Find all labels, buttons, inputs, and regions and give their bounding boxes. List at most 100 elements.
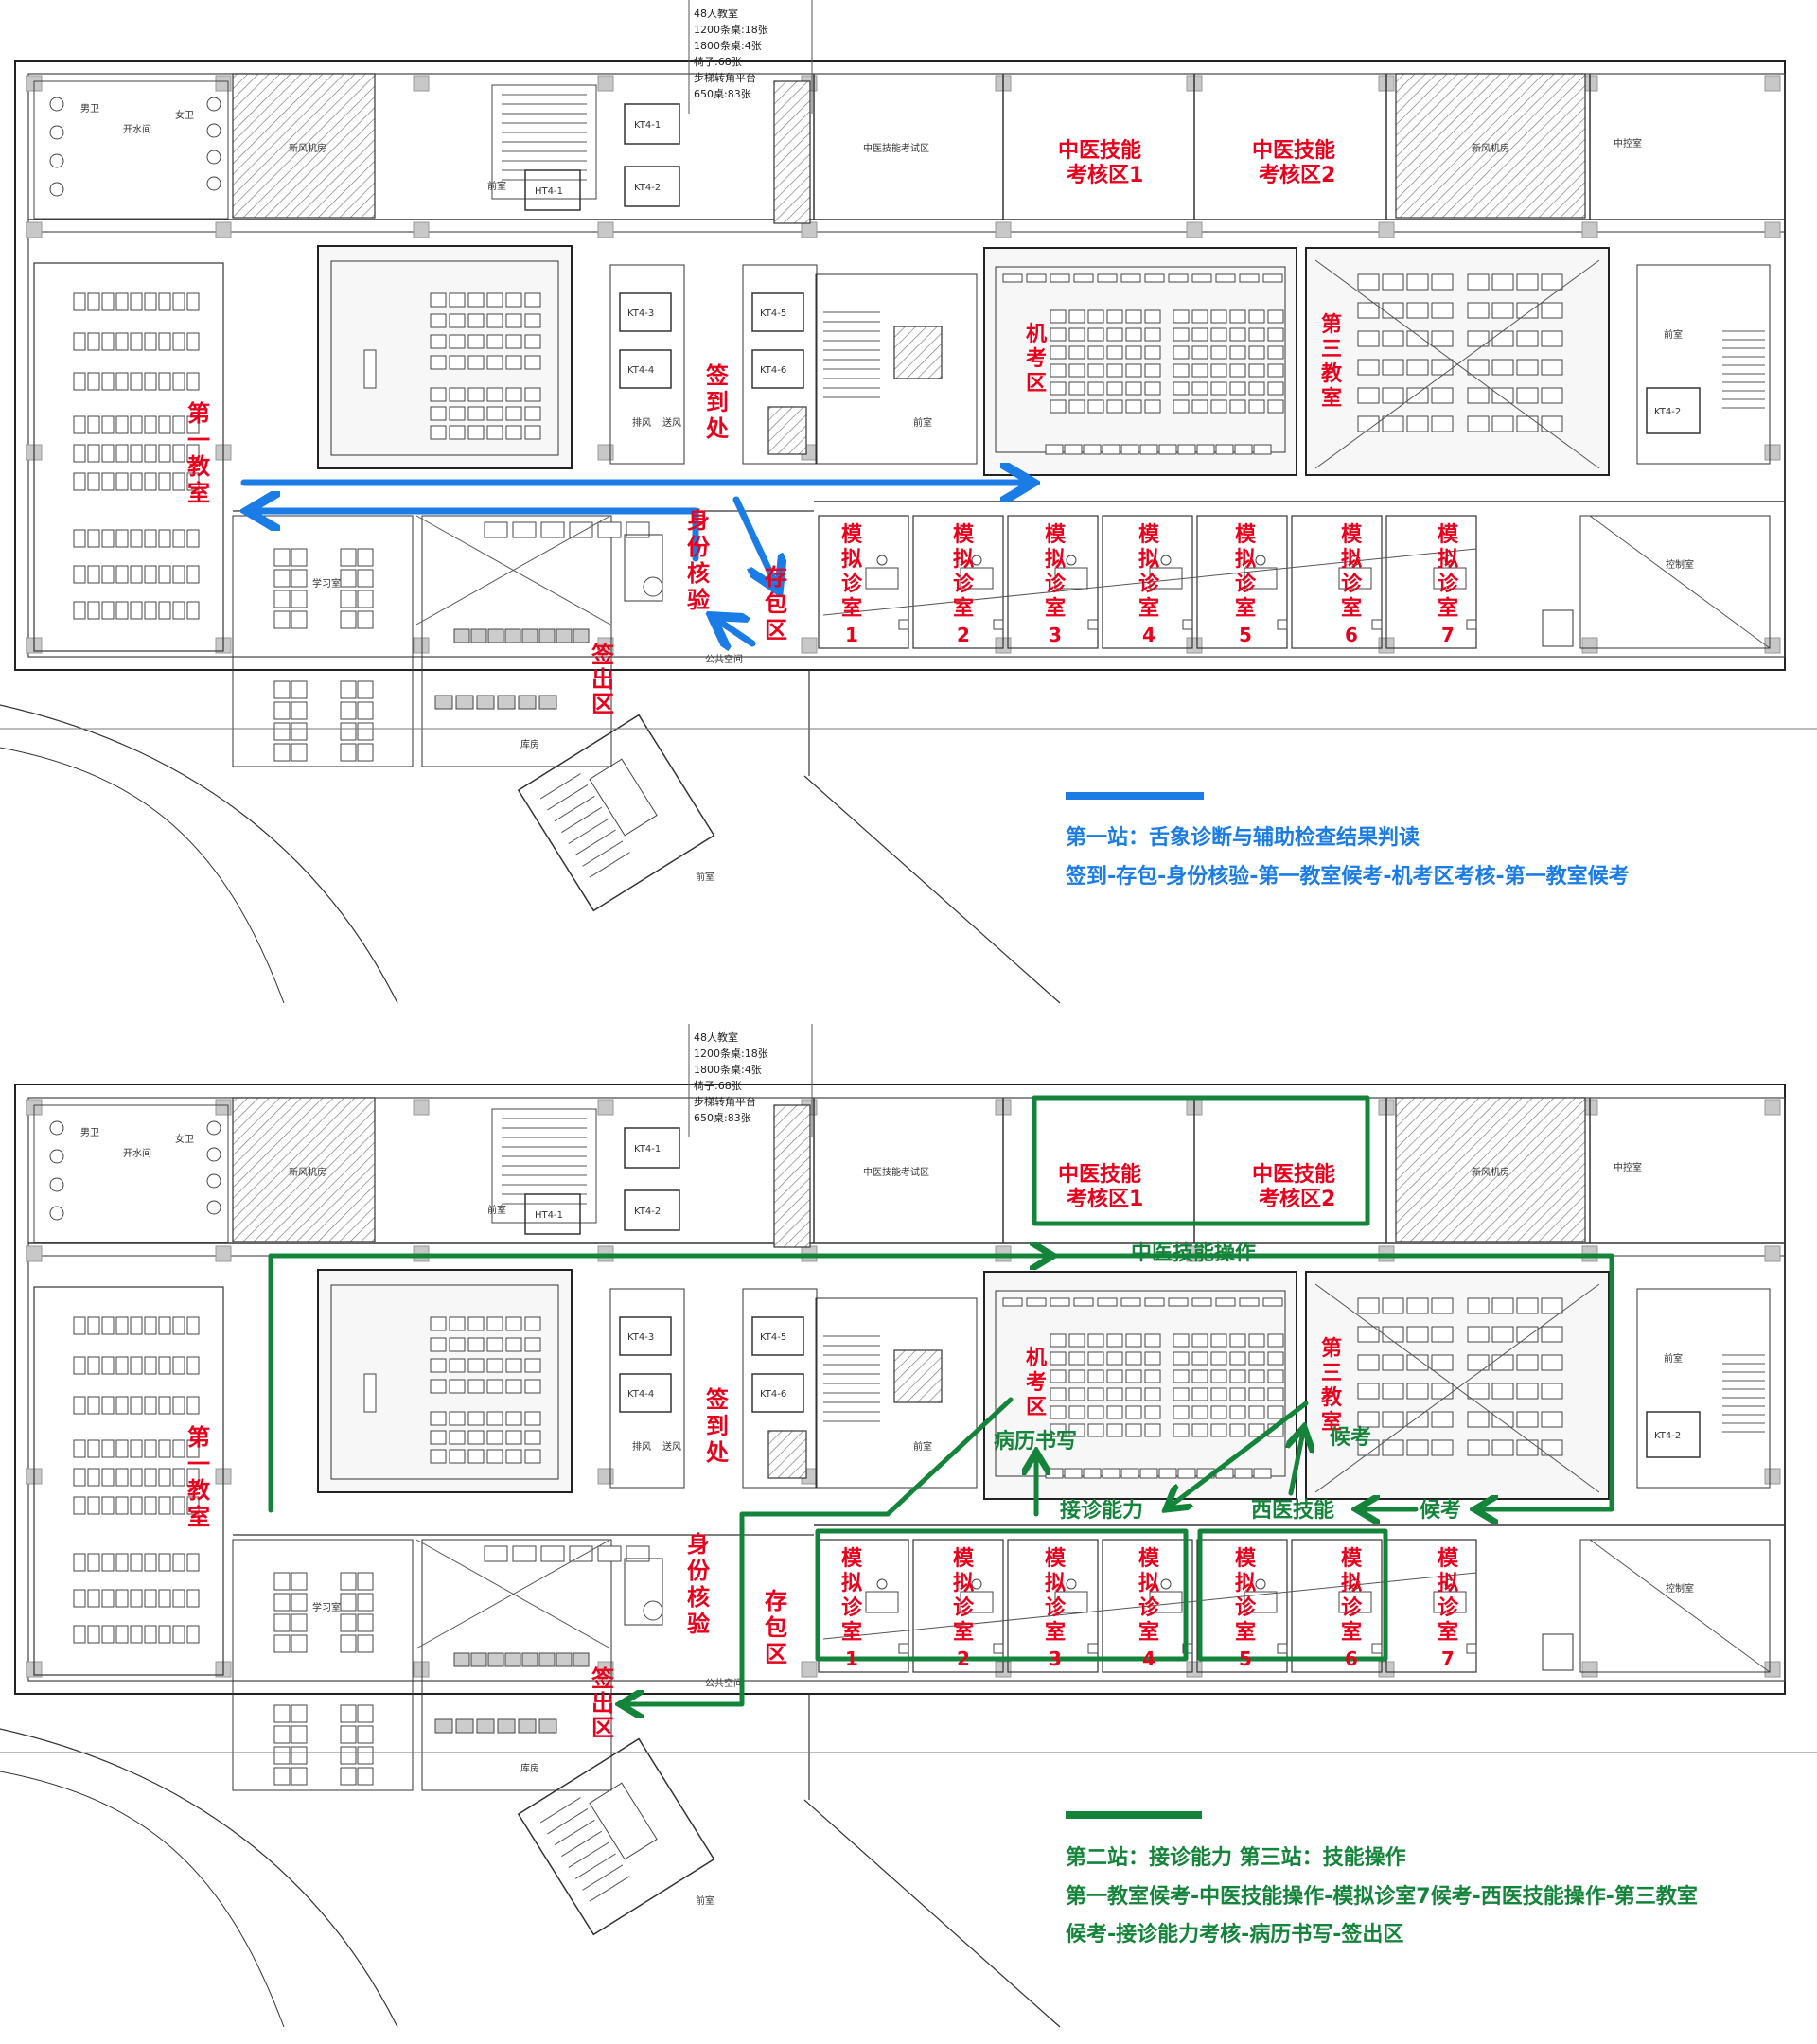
computer-desk xyxy=(1248,1351,1265,1366)
label-sim-room-char: 室 xyxy=(1235,1620,1256,1645)
classroom3-desk xyxy=(1382,1326,1404,1343)
storage-shelf xyxy=(540,1545,565,1562)
ground-line xyxy=(803,1799,1061,2028)
study-desk xyxy=(291,1613,308,1632)
classroom3-desk xyxy=(1431,1297,1454,1314)
label-sim-room: 模拟诊室 xyxy=(1138,523,1160,621)
label-classroom1-char: 教 xyxy=(187,1477,211,1504)
classroom3-desk xyxy=(1541,330,1563,347)
label-computer-exam-char: 考 xyxy=(1026,347,1047,371)
ventilation-room-2 xyxy=(1395,1097,1586,1242)
column xyxy=(215,1245,232,1262)
storage-shelf xyxy=(540,521,565,538)
computer-desk xyxy=(1210,1333,1227,1348)
classroom1-seat xyxy=(186,529,200,548)
computer-desk xyxy=(1144,327,1161,342)
label-sim-room-char: 诊 xyxy=(1045,1595,1067,1620)
sim-room-desk xyxy=(1244,567,1278,590)
room-labels-top: 第一教室第三教室机考区签到处存包区身份核验签出区中医技能考核区1中医技能考核区2… xyxy=(187,138,1459,717)
sim-room-desk xyxy=(865,1591,899,1613)
classroom1-seat xyxy=(172,1553,185,1572)
sim-room-chair xyxy=(971,555,982,566)
classroom3-desk xyxy=(1357,1326,1380,1343)
label-sim-room: 模拟诊室 xyxy=(1045,1547,1067,1645)
toilet xyxy=(49,182,64,197)
computer-desk xyxy=(1229,363,1246,378)
computer-desk xyxy=(1210,345,1227,360)
computer-desk-bottom xyxy=(1253,444,1272,455)
label-sim-room-char: 拟 xyxy=(1138,548,1159,572)
classroom2-desk xyxy=(449,1430,466,1445)
computer-desk xyxy=(1106,345,1123,360)
shaft-stair xyxy=(893,326,943,379)
stair-step xyxy=(539,773,581,800)
room-label-control-2: 控制室 xyxy=(1666,558,1694,571)
column xyxy=(1764,444,1781,461)
sim-room-sink xyxy=(898,1643,909,1654)
study-desk xyxy=(340,610,357,629)
classroom1-seat xyxy=(158,472,171,491)
computer-desk xyxy=(1125,1423,1142,1437)
label-sim-room: 模拟诊室 xyxy=(1341,523,1363,621)
legend-station-2-3-route-1: 第一教室候考-中医技能操作-模拟诊室7候考-西医技能操作-第三教室 xyxy=(1066,1884,1698,1909)
label-sim-room: 模拟诊室 xyxy=(1341,1547,1363,1645)
label-sim-room-char: 拟 xyxy=(1045,548,1066,572)
elevator-label: KT4-1 xyxy=(634,1144,661,1154)
column xyxy=(801,221,818,238)
classroom1-seat xyxy=(101,415,115,434)
sim-room-desk xyxy=(960,1591,994,1613)
label-sim-room-number: 2 xyxy=(957,624,970,646)
classroom1-seat xyxy=(130,1496,143,1515)
plan-note-line: 步梯转角平台 xyxy=(694,1095,756,1108)
label-sim-room-number: 4 xyxy=(1142,1648,1155,1670)
room-label-study: 学习室 xyxy=(312,577,341,590)
classroom1-seat xyxy=(144,1316,157,1335)
study-desk xyxy=(357,701,374,720)
sim-diag xyxy=(822,1572,1477,1640)
room-label-control: 中控室 xyxy=(1614,137,1642,150)
classroom3-desk xyxy=(1382,1383,1404,1400)
computer-desk xyxy=(1106,1405,1123,1419)
room-label-tcm-exam: 中医技能考试区 xyxy=(863,142,929,154)
study-desk xyxy=(291,1725,308,1744)
computer-desk xyxy=(1068,309,1085,324)
classroom1-seat xyxy=(87,565,100,584)
computer-desk xyxy=(1050,1351,1067,1366)
label-sim-room-char: 诊 xyxy=(1138,1595,1160,1620)
classroom2-desk xyxy=(505,387,522,402)
classroom1-seat xyxy=(158,601,171,620)
classroom1-seat xyxy=(130,1356,143,1375)
highlight-sim-rooms-5-6 xyxy=(1197,1528,1388,1662)
label-checkout-char: 区 xyxy=(591,691,614,717)
storage-shelf xyxy=(512,521,537,538)
computer-desk-bottom xyxy=(1234,1468,1253,1479)
label-sim-room: 模拟诊室 xyxy=(1235,1547,1257,1645)
label-checkout: 签出区 xyxy=(591,642,615,717)
label-classroom1: 第一教室 xyxy=(187,1424,211,1530)
ventilation-room xyxy=(232,1097,376,1242)
elevator xyxy=(524,1193,581,1235)
label-sim-room-char: 拟 xyxy=(1438,548,1458,572)
computer-desk-bottom xyxy=(1083,1468,1102,1479)
study-desk xyxy=(291,680,308,699)
sim-room-sink xyxy=(1087,619,1099,630)
label-sim-room-char: 室 xyxy=(1438,596,1458,621)
sim-room-desk xyxy=(960,567,994,590)
label-sim-room: 模拟诊室 xyxy=(841,523,863,621)
computer-desk xyxy=(1267,327,1284,342)
computer-desk-top xyxy=(1050,273,1070,283)
classroom1-seat xyxy=(130,444,143,463)
classroom1-seat xyxy=(158,1553,171,1572)
classroom1-seat xyxy=(87,415,100,434)
stair-step xyxy=(547,784,589,811)
label-computer-exam-char: 区 xyxy=(1026,372,1047,396)
classroom2-desk xyxy=(505,406,522,421)
label-id-check: 身份核验 xyxy=(687,507,711,613)
classroom2-desk xyxy=(430,1337,447,1352)
classroom2-desk xyxy=(449,1449,466,1464)
study-desk xyxy=(340,1767,357,1786)
shaft-mid xyxy=(767,406,807,455)
label-sim-room-char: 诊 xyxy=(1235,572,1257,596)
storage-shelf xyxy=(597,521,622,538)
computer-desk xyxy=(1267,381,1284,396)
